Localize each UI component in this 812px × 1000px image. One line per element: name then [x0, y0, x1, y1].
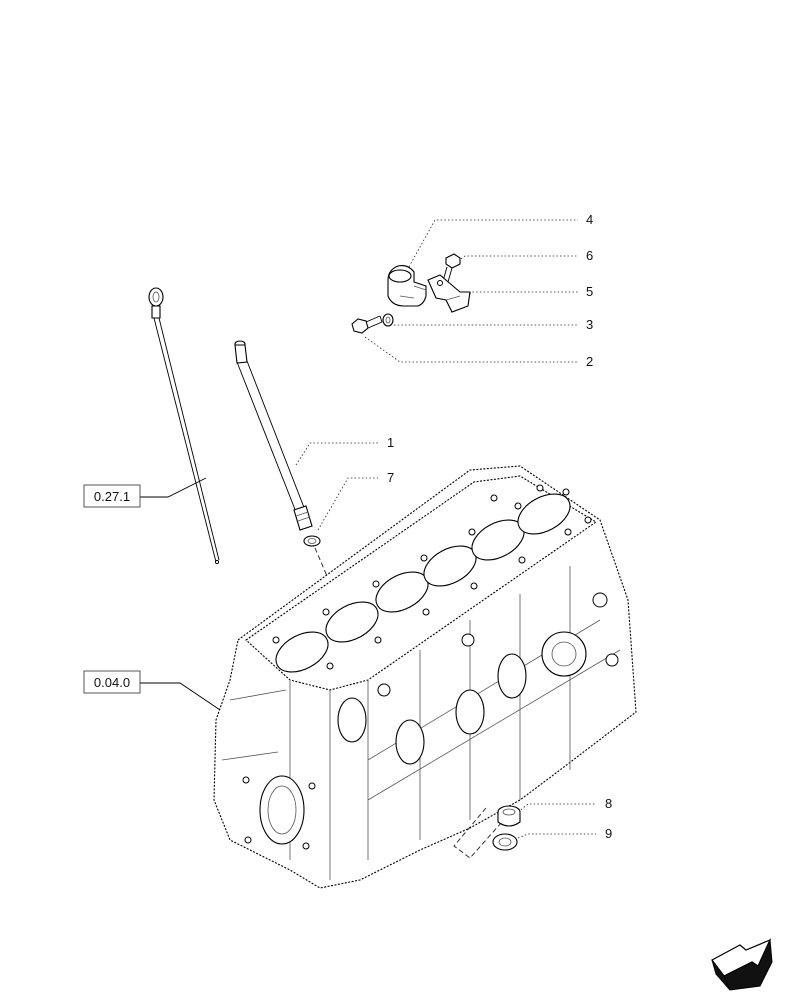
dipstick: [148, 287, 220, 565]
callout-7[interactable]: 7: [387, 470, 394, 485]
callout-3[interactable]: 3: [586, 317, 593, 332]
callout-9[interactable]: 9: [605, 826, 612, 841]
head-bolt-holes: [272, 488, 592, 670]
part-7-seal: [303, 535, 321, 547]
callout-1[interactable]: 1: [387, 435, 394, 450]
ref-box-0-27-1[interactable]: [83, 484, 141, 508]
callout-8[interactable]: 8: [605, 796, 612, 811]
engine-block: [213, 465, 637, 889]
leader-9: [517, 833, 596, 839]
callout-6[interactable]: 6: [586, 248, 593, 263]
leader-ref-0-04-0: [140, 682, 233, 719]
callout-4[interactable]: 4: [586, 212, 593, 227]
leader-6: [454, 255, 578, 264]
leader-4: [399, 219, 578, 284]
leader-ref-0-27-1: [140, 477, 207, 498]
part-4-clamp: [387, 265, 427, 307]
part-1-tube: [234, 340, 313, 531]
part-3-washer: [382, 313, 394, 327]
part-5-bracket: [427, 274, 471, 313]
next-page-arrow-icon[interactable]: [711, 938, 773, 991]
leader-1: [295, 442, 378, 466]
part-8-plug: [497, 805, 521, 827]
leader-7: [317, 477, 378, 531]
callout-2[interactable]: 2: [586, 354, 593, 369]
leader-8: [517, 803, 596, 813]
part-2-bolt: [351, 315, 383, 334]
part-6-bolt: [442, 253, 461, 283]
leader-2: [364, 336, 578, 363]
leader-5: [459, 291, 578, 301]
ref-label-0-04-0: 0.04.0: [94, 675, 130, 690]
ref-label-0-27-1: 0.27.1: [94, 489, 130, 504]
ref-box-0-04-0[interactable]: [83, 670, 141, 694]
callout-5[interactable]: 5: [586, 284, 593, 299]
assembly-line-plug: [453, 807, 503, 859]
part-9-washer: [492, 833, 518, 851]
